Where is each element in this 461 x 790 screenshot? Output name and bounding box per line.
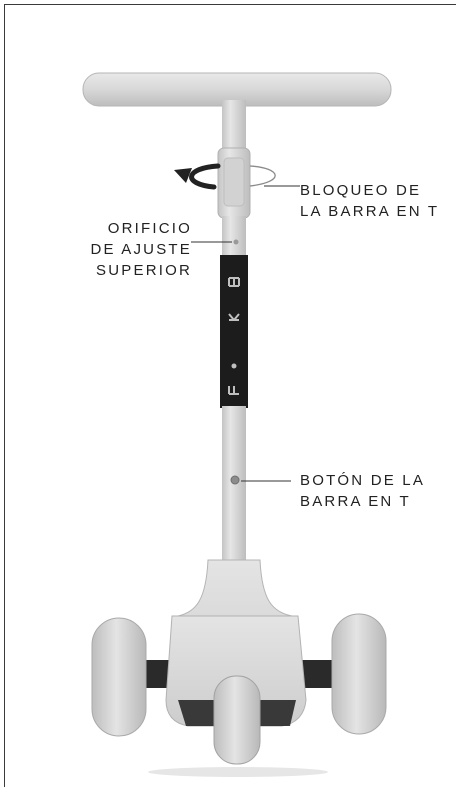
callout-tbar-lock: BLOQUEO DE LA BARRA EN T <box>300 180 439 222</box>
rotate-arrow-icon <box>189 163 221 190</box>
callout-top-hole-line1: ORIFICIO <box>107 220 192 237</box>
stem-brand-marks <box>228 277 240 395</box>
callout-tbar-lock-line2: LA BARRA EN T <box>300 203 440 220</box>
top-adjust-hole <box>233 239 239 245</box>
callout-tbar-button-line1: BOTÓN DE LA <box>300 472 426 489</box>
callout-top-hole-line2: DE AJUSTE <box>90 241 192 258</box>
lock-collar-grip <box>223 157 245 207</box>
callout-tbar-button-line2: BARRA EN T <box>300 493 411 510</box>
right-wheel <box>331 613 387 735</box>
tbar-button <box>230 475 240 485</box>
stem-upper <box>222 216 246 256</box>
callout-top-hole-line3: SUPERIOR <box>96 262 192 279</box>
stem-lower <box>222 406 246 566</box>
front-wheel <box>213 675 261 765</box>
rotate-arrow-band-icon <box>249 165 276 187</box>
ground-shadow <box>148 767 328 777</box>
callout-tbar-button: BOTÓN DE LA BARRA EN T <box>300 470 425 512</box>
left-wheel <box>91 617 147 737</box>
callout-tbar-lock-line1: BLOQUEO DE <box>300 182 422 199</box>
callout-top-hole: ORIFICIO DE AJUSTE SUPERIOR <box>30 218 192 281</box>
rotate-arrowhead-icon <box>174 168 192 183</box>
tbar-neck <box>222 100 246 156</box>
